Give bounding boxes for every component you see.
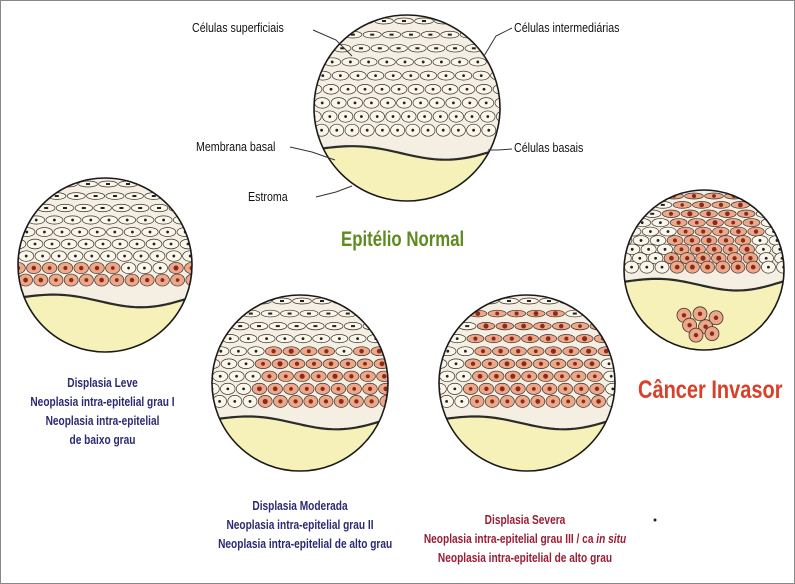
cancer-invasor-circle bbox=[605, 190, 795, 354]
caption-leve-line-1: Displasia Leve bbox=[23, 373, 183, 392]
caption-severa-line-3: Neoplasia intra-epitelial de alto grau bbox=[424, 548, 627, 567]
caption-severa-in-situ: in situ bbox=[596, 531, 626, 546]
normal-epithelium-circle bbox=[295, 15, 537, 205]
displasia-severa-circle bbox=[420, 295, 648, 475]
caption-moderada-line-2: Neoplasia intra-epitelial grau II bbox=[218, 515, 382, 534]
title-cancer-invasor: Câncer Invasor bbox=[638, 376, 783, 405]
label-membrana-basal: Membrana basal bbox=[196, 139, 275, 154]
label-estroma: Estroma bbox=[248, 189, 288, 204]
caption-leve-line-2: Neoplasia intra-epitelial grau I bbox=[23, 392, 183, 411]
leader-estroma bbox=[316, 186, 352, 197]
displasia-moderada-circle bbox=[193, 295, 421, 475]
label-celulas-superficiais: Células superficiais bbox=[192, 20, 284, 35]
label-celulas-basais: Células basais bbox=[514, 140, 583, 155]
caption-moderada-line-3: Neoplasia intra-epitelial de alto grau bbox=[218, 534, 382, 553]
caption-displasia-severa: Displasia Severa Neoplasia intra-epiteli… bbox=[424, 510, 627, 567]
stray-dot bbox=[654, 519, 657, 522]
label-celulas-intermediarias: Células intermediárias bbox=[514, 20, 619, 35]
caption-severa-line-2-text: Neoplasia intra-epitelial grau III / ca bbox=[424, 531, 596, 546]
caption-displasia-leve: Displasia Leve Neoplasia intra-epitelial… bbox=[23, 373, 183, 449]
caption-leve-line-4: de baixo grau bbox=[23, 430, 183, 449]
title-epitelio-normal: Epitélio Normal bbox=[341, 228, 464, 252]
displasia-leve-circle bbox=[0, 178, 227, 356]
caption-severa-line-2: Neoplasia intra-epitelial grau III / ca … bbox=[424, 529, 627, 548]
leader-basais bbox=[488, 149, 512, 150]
leader-intermediarias bbox=[484, 28, 512, 56]
caption-moderada-line-1: Displasia Moderada bbox=[218, 496, 382, 515]
caption-leve-line-3: Neoplasia intra-epitelial bbox=[23, 411, 183, 430]
caption-displasia-moderada: Displasia Moderada Neoplasia intra-epite… bbox=[218, 496, 382, 553]
caption-severa-line-1: Displasia Severa bbox=[424, 510, 627, 529]
